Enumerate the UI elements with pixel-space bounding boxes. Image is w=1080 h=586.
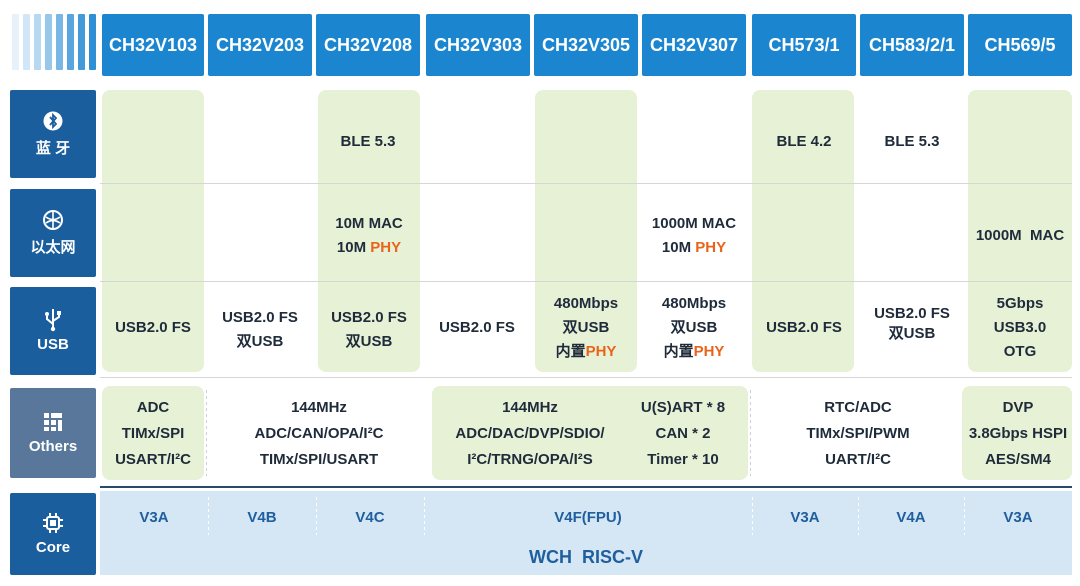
- row-header-bluetooth: 蓝 牙: [10, 90, 96, 178]
- ethernet-ch32v307: 1000M MAC 10M PHY: [640, 210, 748, 262]
- core-top-rule: [100, 486, 1072, 488]
- row-divider: [100, 183, 1072, 184]
- core-ch32v208: V4C: [355, 508, 385, 526]
- highlight-ch32v103: [102, 90, 204, 372]
- row-label-bluetooth: 蓝 牙: [35, 140, 71, 157]
- highlight-others-ch569: [962, 386, 1072, 480]
- row-header-core: Core: [10, 493, 96, 575]
- row-label-others: Others: [28, 438, 78, 455]
- ethernet-ch32v208-mac: 10M MAC: [335, 215, 403, 232]
- column-divider: [206, 390, 207, 476]
- column-divider: [750, 390, 751, 476]
- ethernet-ch32v307-phy: 10M PHY: [661, 239, 727, 256]
- core-ch32v30x: V4F(FPU): [554, 508, 622, 526]
- highlight-others-ch32v30x: [432, 386, 748, 480]
- row-divider: [100, 377, 1072, 378]
- highlight-ch573: [752, 90, 854, 372]
- column-header-ch32v203: CH32V203: [208, 14, 312, 76]
- core-ch583: V4A: [896, 508, 926, 526]
- usb-ch32v103: USB2.0 FS: [115, 319, 191, 336]
- column-header-ch32v303: CH32V303: [426, 14, 530, 76]
- column-header-ch32v307: CH32V307: [642, 14, 746, 76]
- column-header-ch569: CH569/5: [968, 14, 1072, 76]
- usb-ch573: USB2.0 FS: [766, 319, 842, 336]
- core-ch569: V3A: [1003, 508, 1033, 526]
- ethernet-ch32v208-phy: 10M PHY: [336, 239, 402, 256]
- core-divider: [752, 497, 753, 535]
- core-divider: [316, 497, 317, 535]
- core-ch32v203: V4B: [247, 508, 277, 526]
- bluetooth-ch573: BLE 4.2: [776, 133, 832, 150]
- usb-icon: [42, 309, 64, 332]
- column-header-ch32v305: CH32V305: [534, 14, 638, 76]
- core-divider: [424, 497, 425, 535]
- core-family-label: WCH RISC-V: [529, 546, 643, 567]
- row-divider: [100, 281, 1072, 282]
- globe-icon: [42, 209, 64, 231]
- core-ch573: V3A: [790, 508, 820, 526]
- highlight-ch32v208: [318, 90, 420, 372]
- column-header-ch32v103: CH32V103: [102, 14, 204, 76]
- ethernet-ch32v307-mac: 1000M MAC: [651, 215, 737, 232]
- grid-icon: [42, 411, 64, 433]
- column-header-ch32v208: CH32V208: [316, 14, 420, 76]
- highlight-ch32v305: [535, 90, 637, 372]
- highlight-others-ch32v103: [102, 386, 204, 480]
- row-header-ethernet: 以太网: [10, 189, 96, 277]
- header-stripes-decoration: [12, 14, 100, 70]
- core-divider: [964, 497, 965, 535]
- bluetooth-ch32v208: BLE 5.3: [340, 133, 396, 150]
- highlight-ch569: [968, 90, 1072, 372]
- core-divider: [208, 497, 209, 535]
- column-header-ch583: CH583/2/1: [860, 14, 964, 76]
- ethernet-ch32v208: 10M MAC 10M PHY: [316, 210, 422, 262]
- bluetooth-icon: [42, 110, 64, 132]
- row-label-usb: USB: [37, 336, 69, 353]
- core-divider: [858, 497, 859, 535]
- column-header-ch573: CH573/1: [752, 14, 856, 76]
- core-background: [100, 491, 1072, 575]
- usb-ch32v303: USB2.0 FS: [439, 319, 515, 336]
- ethernet-ch569: 1000M MAC: [975, 227, 1065, 244]
- row-header-usb: USB: [10, 287, 96, 375]
- row-header-others: Others: [10, 388, 96, 478]
- chip-icon: [42, 512, 64, 534]
- bluetooth-ch583: BLE 5.3: [884, 133, 940, 150]
- row-label-core: Core: [35, 539, 71, 556]
- core-ch32v103: V3A: [139, 508, 169, 526]
- row-label-ethernet: 以太网: [30, 239, 76, 256]
